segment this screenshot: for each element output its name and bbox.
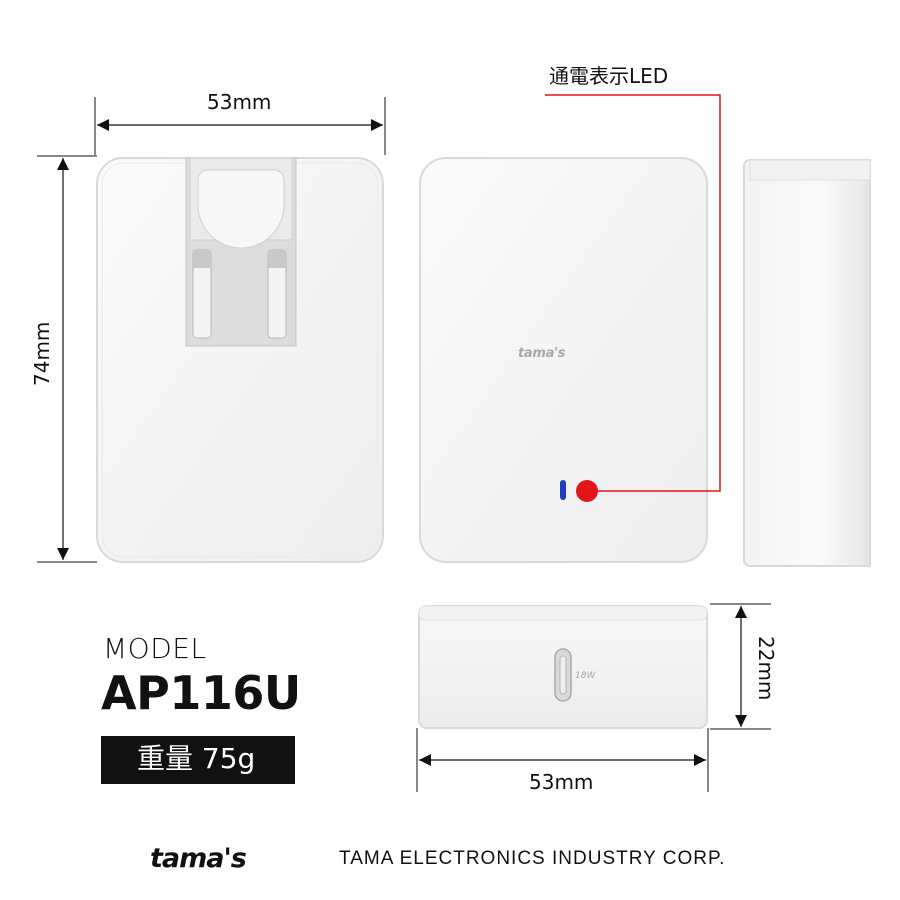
weight-badge <box>101 736 295 784</box>
model-code: AP116U <box>101 666 301 720</box>
charger-back-view <box>96 157 384 563</box>
company-name: TAMA ELECTRONICS INDUSTRY CORP. <box>339 848 726 869</box>
dimension-lines <box>37 97 771 792</box>
dimension-arrows <box>57 119 747 766</box>
charger-bottom-view <box>418 605 708 729</box>
dimension-width-top: 53mm <box>207 90 272 114</box>
charger-side-view <box>743 159 871 567</box>
weight-text: 重量 75g <box>137 742 256 775</box>
port-wattage-label: 18W <box>575 671 596 681</box>
led-blue <box>560 480 566 500</box>
led-red-marker <box>576 480 598 502</box>
dimension-width-bottom: 53mm <box>529 770 594 794</box>
model-label: MODEL <box>103 632 207 665</box>
dimension-depth-right: 22mm <box>754 636 778 701</box>
led-callout-line <box>545 94 721 492</box>
dimension-height-left: 74mm <box>30 321 54 386</box>
front-face-logo: tama's <box>518 346 566 361</box>
prong-hinge-knob <box>197 169 285 249</box>
brand-logo: tama's <box>150 843 247 874</box>
charger-front-view <box>419 157 708 563</box>
led-callout-label: 通電表示LED <box>549 64 669 88</box>
